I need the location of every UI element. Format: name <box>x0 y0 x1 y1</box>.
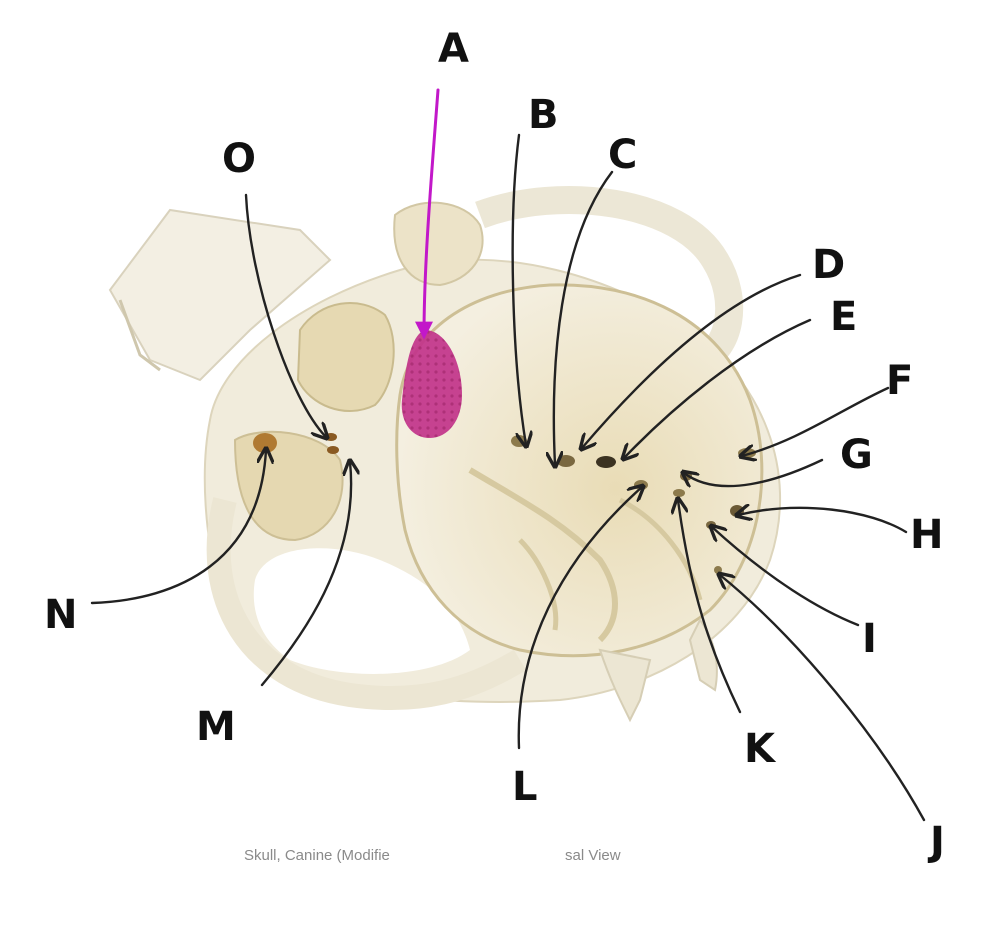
leader-i <box>712 527 860 627</box>
label-l: L <box>512 764 538 810</box>
label-d: D <box>812 242 845 288</box>
leader-g <box>684 458 824 486</box>
leader-e <box>624 318 812 458</box>
label-j: J <box>927 819 945 865</box>
leader-n <box>90 450 266 605</box>
label-k: K <box>744 726 777 772</box>
leader-h <box>738 508 908 534</box>
label-g: G <box>840 432 873 478</box>
label-f: F <box>886 358 913 404</box>
leader-d <box>582 273 802 448</box>
leader-c <box>554 170 614 465</box>
label-n: N <box>44 592 77 638</box>
leader-j <box>720 575 926 822</box>
letter-labels: A B C D E F G H I J K L M N O <box>44 26 945 865</box>
leader-lines <box>90 88 926 822</box>
label-h: H <box>910 512 943 558</box>
leader-o <box>244 193 326 437</box>
leader-l <box>517 487 642 750</box>
caption-right: sal View <box>565 847 621 864</box>
leader-m <box>260 462 351 687</box>
leader-f <box>742 386 890 456</box>
leader-k <box>678 500 742 714</box>
label-o: O <box>222 136 256 182</box>
label-c: C <box>608 132 637 178</box>
label-a: A <box>438 26 469 72</box>
leader-a <box>415 88 440 340</box>
caption-left: Skull, Canine (Modifie <box>244 847 390 864</box>
leader-b <box>511 133 526 445</box>
label-e: E <box>830 294 857 340</box>
label-i: I <box>862 616 877 662</box>
label-b: B <box>528 92 559 138</box>
skull-illustration <box>108 186 782 723</box>
label-m: M <box>196 704 236 750</box>
